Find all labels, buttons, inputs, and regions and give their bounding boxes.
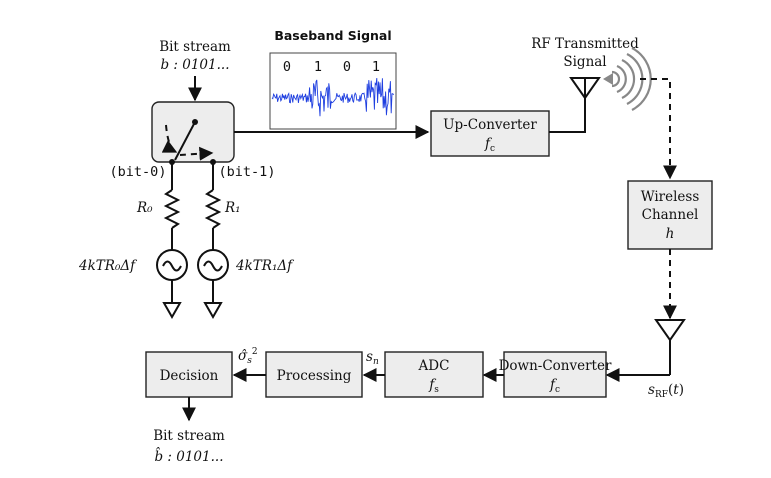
baseband-waveform-path — [271, 77, 394, 117]
ground-r0-icon — [162, 302, 182, 320]
wireless-channel-title-2: Channel — [642, 207, 699, 223]
resistor-branch-r1 — [197, 159, 229, 320]
adc-block — [384, 351, 484, 398]
noise-r0-label: 4kTR₀Δf — [78, 258, 137, 274]
baseband-bit-0: 0 — [283, 59, 291, 75]
down-converter-block — [503, 351, 607, 398]
adc-sub: fs — [428, 377, 439, 395]
processing-block — [265, 351, 363, 398]
bit0-label: (bit-0) — [110, 164, 167, 180]
decision-title: Decision — [160, 368, 219, 384]
noise-r1-label: 4kTR₁Δf — [235, 258, 294, 274]
rf-transmitted-label-2: Signal — [563, 54, 606, 70]
decision-block — [145, 351, 233, 398]
down-converter-sub: fc — [549, 377, 560, 395]
switch-box — [151, 101, 235, 163]
wireless-channel-title-1: Wireless — [641, 189, 700, 205]
up-converter-title: Up-Converter — [443, 117, 537, 133]
resistor-branch-r0 — [156, 159, 188, 320]
r0-label: R₀ — [136, 200, 153, 216]
up-converter-sub: fc — [484, 136, 495, 154]
receive-antenna-icon — [654, 319, 686, 375]
resistor-r1-icon — [204, 189, 222, 229]
r1-label: R₁ — [224, 200, 241, 216]
bit-stream-top-value: b : 0101... — [160, 57, 229, 73]
rf-transmitted-label-1: RF Transmitted — [531, 36, 639, 52]
switch-rotation-arrow-left — [161, 124, 178, 153]
switch-rotation-arrow-right — [179, 146, 214, 161]
baseband-bit-1: 1 — [314, 59, 322, 75]
bit-stream-bottom-label: Bit stream — [153, 428, 225, 444]
switch-pivot — [192, 119, 198, 125]
ground-r1-icon — [203, 302, 223, 320]
wireless-channel-block — [627, 180, 713, 250]
bit-stream-top-label: Bit stream — [159, 39, 231, 55]
rf-to-channel-dashed-arrow — [640, 78, 677, 180]
upconverter-to-antenna-line — [549, 98, 586, 133]
transmit-antenna-icon — [569, 77, 601, 100]
baseband-bit-2: 0 — [343, 59, 351, 75]
adc-title: ADC — [418, 358, 450, 374]
switch-lever — [174, 121, 196, 161]
s-n-label: sn — [366, 349, 379, 367]
wireless-channel-sub: h — [666, 226, 675, 242]
s-rf-label: sRF(t) — [648, 382, 684, 400]
baseband-bits: 0 1 0 1 — [283, 59, 380, 75]
bit-stream-bottom-value: b̂ : 0101... — [154, 447, 223, 465]
up-converter-block — [430, 110, 550, 157]
sigma-hat-label: σ̂s2 — [238, 347, 258, 366]
baseband-bit-3: 1 — [372, 59, 380, 75]
baseband-waveform — [271, 77, 394, 117]
bit1-label: (bit-1) — [219, 164, 276, 180]
resistor-r0-icon — [163, 189, 181, 229]
baseband-signal-title: Baseband Signal — [274, 28, 391, 43]
processing-title: Processing — [277, 368, 352, 384]
down-converter-title: Down-Converter — [499, 358, 612, 374]
